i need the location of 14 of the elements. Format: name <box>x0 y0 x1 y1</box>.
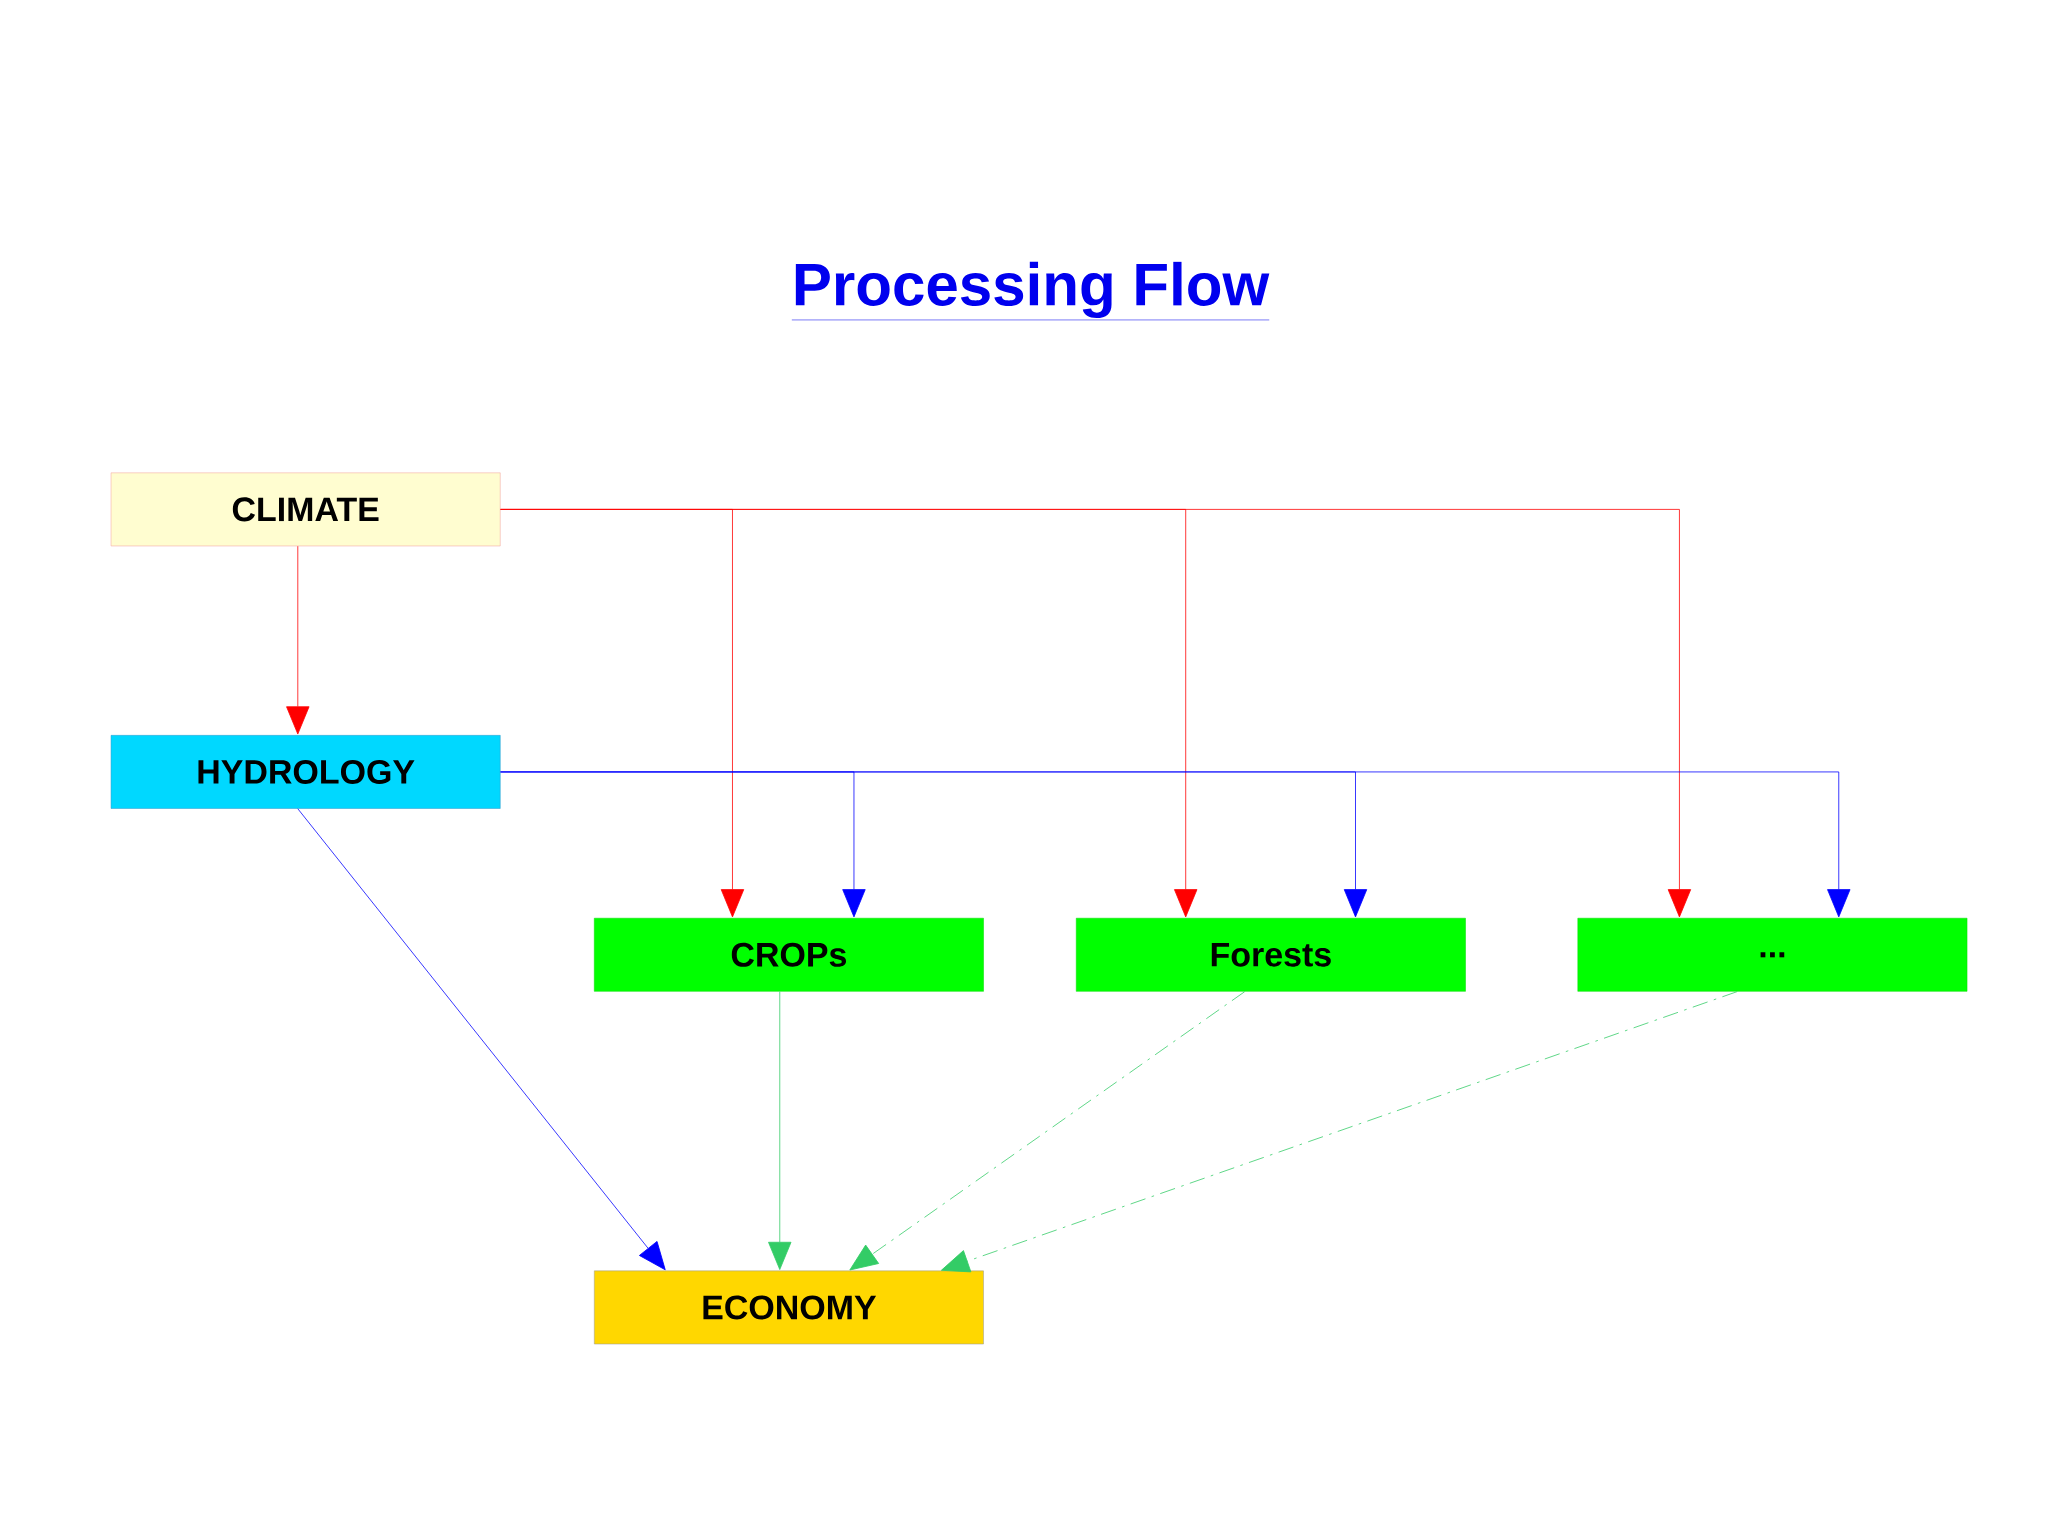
arrow <box>941 991 1738 1273</box>
arrow <box>849 991 1246 1271</box>
process-box: CLIMATE <box>110 472 501 547</box>
process-box: CROPs <box>594 918 984 992</box>
process-box: HYDROLOGY <box>110 735 501 809</box>
arrow <box>768 991 792 1271</box>
arrow <box>286 546 310 735</box>
title: Processing Flow <box>791 262 1270 321</box>
arrow <box>297 808 666 1271</box>
arrow <box>500 509 1692 918</box>
arrow <box>500 771 1851 918</box>
process-box: ... <box>1577 918 1968 992</box>
process-box: Forests <box>1076 918 1466 992</box>
process-box: ECONOMY <box>594 1270 984 1345</box>
